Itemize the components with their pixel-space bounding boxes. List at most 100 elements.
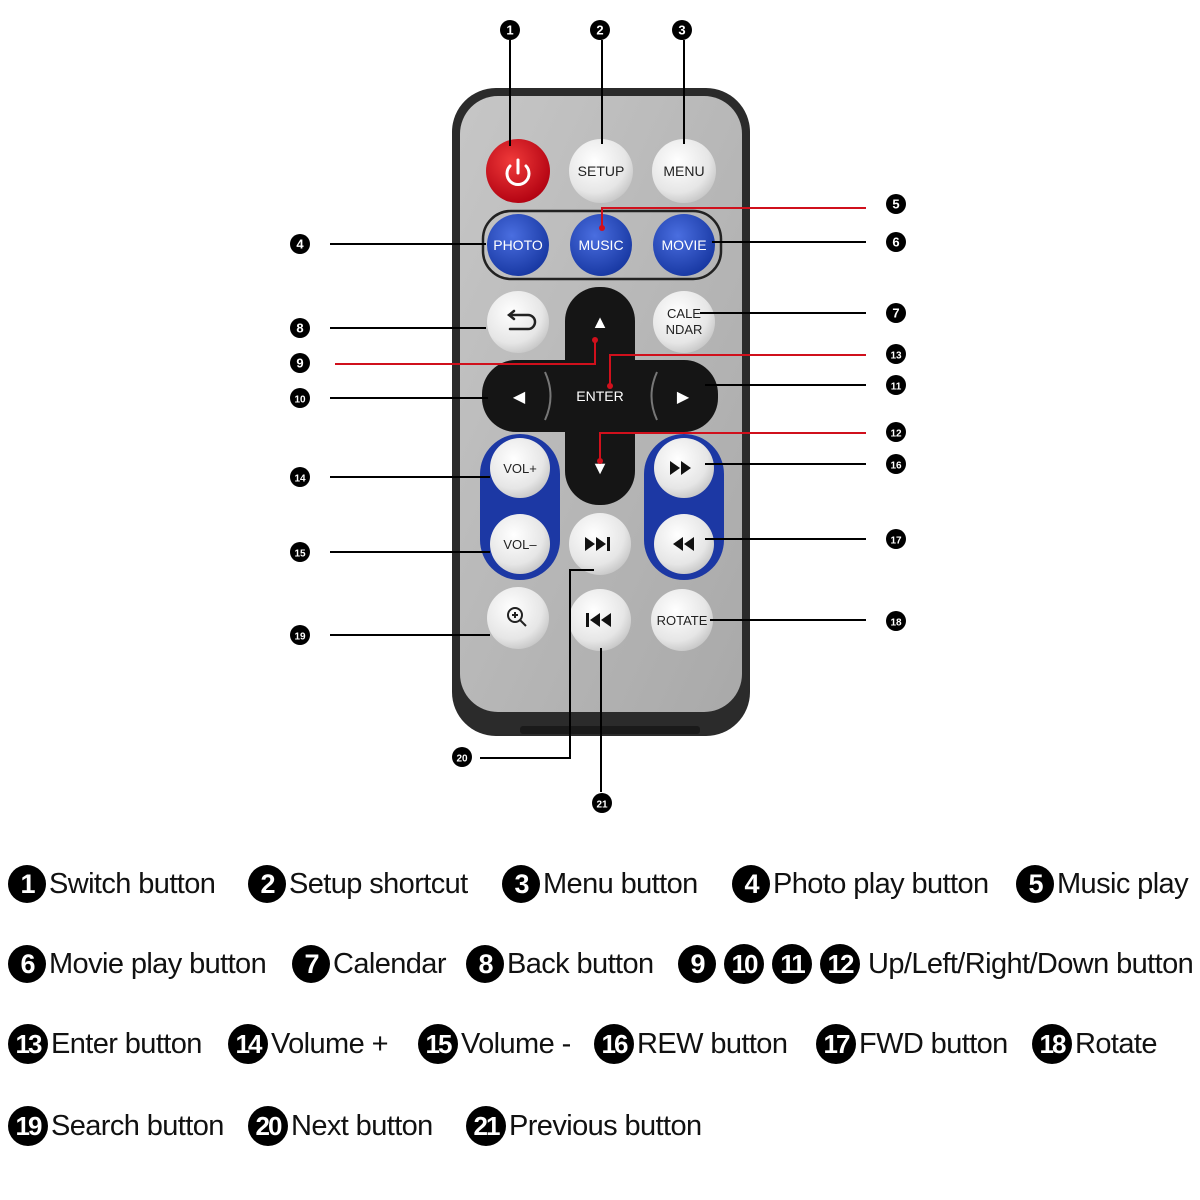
dpad-groove-left	[544, 371, 552, 421]
enter-button[interactable]: ENTER	[576, 388, 623, 404]
callout-marker-9: 9	[290, 353, 310, 373]
legend-text: FWD button	[859, 1027, 1008, 1060]
callout-marker-17: 17	[886, 529, 906, 549]
callout-number: 8	[296, 321, 303, 336]
dpad-horizontal	[482, 360, 718, 432]
down-button[interactable]: ▼	[591, 458, 609, 478]
callout-marker-4: 4	[290, 234, 310, 254]
rotate-label: ROTATE	[657, 613, 708, 628]
fast-forward-icon	[670, 461, 691, 475]
next-track-icon	[585, 537, 610, 551]
legend-number-badge: 21	[466, 1106, 506, 1146]
legend-text: Movie play button	[49, 947, 267, 980]
callout-number: 19	[294, 632, 306, 643]
music-button[interactable]: MUSIC	[570, 214, 632, 276]
callout-number: 16	[890, 461, 902, 472]
vol-plus-label: VOL+	[503, 461, 537, 476]
callout-lines	[330, 40, 866, 792]
legend-text: Switch button	[49, 867, 216, 900]
left-button[interactable]: ◀	[513, 389, 526, 406]
legend-number-badge: 11	[772, 944, 812, 984]
fwd-button[interactable]	[654, 438, 714, 498]
legend-number-badge: 2	[248, 865, 286, 903]
legend-number-badge: 16	[594, 1024, 634, 1064]
up-button[interactable]: ▲	[591, 312, 609, 332]
right-arrow-icon: ▶	[677, 389, 690, 406]
prev-button[interactable]	[569, 589, 631, 651]
previous-track-icon	[586, 613, 611, 627]
calendar-label-line1: CALE	[667, 306, 701, 321]
vol-minus-button[interactable]: VOL–	[490, 514, 550, 574]
legend-text: Up/Left/Right/Down button	[868, 947, 1194, 980]
callout-lines-red	[335, 207, 866, 460]
rew-button[interactable]	[654, 514, 714, 574]
legend-text: Enter button	[51, 1027, 202, 1060]
callout-number: 15	[294, 549, 306, 560]
dpad-groove-right	[650, 371, 658, 421]
legend-number-badge: 12	[820, 944, 860, 984]
movie-label: MOVIE	[661, 237, 706, 253]
back-arrow-icon	[506, 309, 537, 331]
callout-number: 10	[294, 395, 306, 406]
back-button[interactable]	[487, 291, 549, 353]
photo-button[interactable]: PHOTO	[487, 214, 549, 276]
legend-text: Search button	[51, 1109, 224, 1142]
enter-label: ENTER	[576, 388, 623, 404]
legend-text: Previous button	[509, 1109, 702, 1142]
legend-number-badge: 9	[678, 945, 716, 983]
calendar-button[interactable]: CALE NDAR	[653, 291, 715, 353]
callout-marker-11: 11	[886, 375, 906, 395]
callout-marker-21: 21	[592, 793, 612, 813]
menu-label: MENU	[663, 163, 704, 179]
remote-diagram: SETUP MENU PHOTO MUSIC MOVIE ▲ CALE NDAR…	[290, 20, 906, 813]
callout-number: 17	[890, 536, 902, 547]
callout-number: 20	[456, 754, 468, 765]
legend-number-badge: 3	[502, 865, 540, 903]
next-button[interactable]	[569, 513, 631, 575]
callout-number: 5	[892, 197, 899, 212]
callout-number: 4	[296, 237, 304, 252]
legend-number-badge: 13	[8, 1024, 48, 1064]
callout-number: 9	[296, 356, 303, 371]
callout-number: 12	[890, 429, 902, 440]
legend-text: Music play	[1057, 867, 1189, 900]
callout-marker-5: 5	[886, 194, 906, 214]
legend-number-badge: 7	[292, 945, 330, 983]
setup-button[interactable]: SETUP	[569, 139, 633, 203]
right-button[interactable]: ▶	[677, 389, 690, 406]
legend-text: Calendar	[333, 947, 446, 980]
legend-text: Photo play button	[773, 867, 989, 900]
search-button[interactable]	[487, 587, 549, 649]
callout-number: 13	[890, 351, 902, 362]
rotate-button[interactable]: ROTATE	[651, 589, 713, 651]
power-icon	[505, 158, 531, 186]
zoom-in-icon	[507, 607, 527, 627]
legend-number-badge: 5	[1016, 865, 1054, 903]
menu-button[interactable]: MENU	[652, 139, 716, 203]
left-arrow-icon: ◀	[513, 389, 526, 406]
down-arrow-icon: ▼	[591, 458, 609, 478]
callout-dots	[592, 225, 613, 464]
callout-marker-18: 18	[886, 611, 906, 631]
vol-plus-button[interactable]: VOL+	[490, 438, 550, 498]
callout-number: 21	[596, 800, 608, 811]
movie-button[interactable]: MOVIE	[653, 214, 715, 276]
callout-number: 14	[294, 474, 306, 485]
legend-number-badge: 15	[418, 1024, 458, 1064]
callout-marker-20: 20	[452, 747, 472, 767]
callout-number: 18	[890, 618, 902, 629]
power-button[interactable]	[486, 139, 550, 203]
